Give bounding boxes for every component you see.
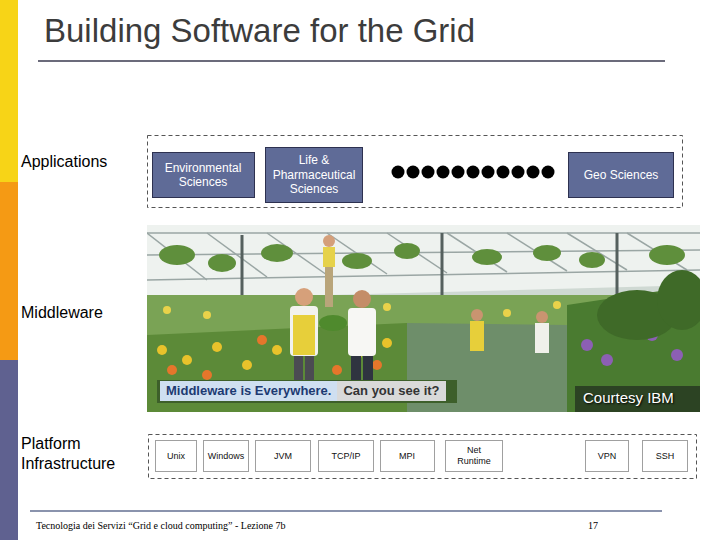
label-slot: Applications	[21, 152, 107, 172]
platform-box: Net Runtime	[445, 440, 503, 472]
label-slot: Middleware	[21, 303, 103, 323]
photo-caption: Middleware is Everywhere.	[160, 381, 337, 401]
side-bar-orange	[0, 182, 18, 360]
layer-label: Middleware	[21, 303, 103, 323]
footer-text: Tecnologia dei Servizi “Grid e cloud com…	[36, 520, 286, 533]
box-label: Environmental Sciences	[158, 161, 249, 190]
page-number: 17	[588, 520, 598, 533]
photo-credit: Courtesy IBM	[583, 389, 674, 408]
box-label: TCP/IP	[331, 451, 360, 462]
platform-box: MPI	[380, 440, 435, 472]
label-slot: Tecnologia dei Servizi “Grid e cloud com…	[36, 520, 286, 533]
side-bar-yellow	[0, 0, 18, 182]
box-label: MPI	[399, 451, 415, 462]
platform-box: SSH	[642, 440, 688, 472]
box-label: Geo Sciences	[584, 168, 659, 182]
layer-label: Platform Infrastructure	[21, 434, 139, 474]
label-slot: 17	[588, 520, 598, 533]
platform-box: TCP/IP	[318, 440, 374, 472]
box-label: Net Runtime	[449, 445, 499, 467]
box-label: Life & Pharmaceutical Sciences	[271, 153, 357, 196]
side-bar-slate	[0, 360, 18, 540]
label-slot: Can you see it?	[337, 381, 445, 401]
application-box: Geo Sciences	[568, 152, 674, 198]
platform-box: Unix	[155, 440, 197, 472]
box-label: JVM	[274, 451, 292, 462]
box-label: Unix	[167, 451, 185, 462]
box-label: SSH	[656, 451, 675, 462]
box-label: VPN	[598, 451, 617, 462]
ellipsis-dots	[392, 166, 555, 179]
dashed-group	[149, 435, 697, 479]
slide-title: Building Software for the Grid	[44, 12, 475, 50]
application-box: Life & Pharmaceutical Sciences	[265, 147, 363, 203]
application-box: Environmental Sciences	[152, 152, 255, 198]
label-slot: Courtesy IBM	[583, 389, 674, 408]
photo-caption: Can you see it?	[337, 381, 445, 401]
box-label: Windows	[208, 451, 245, 462]
platform-box: VPN	[585, 440, 629, 472]
label-slot: Middleware is Everywhere.	[160, 381, 337, 401]
label-slot: Platform Infrastructure	[21, 434, 139, 474]
platform-box: JVM	[255, 440, 311, 472]
dashed-group	[148, 136, 683, 208]
title-slot: Building Software for the Grid	[44, 12, 475, 50]
layer-label: Applications	[21, 152, 107, 172]
platform-box: Windows	[203, 440, 249, 472]
footer-rule	[30, 510, 662, 512]
title-rule	[38, 60, 665, 62]
